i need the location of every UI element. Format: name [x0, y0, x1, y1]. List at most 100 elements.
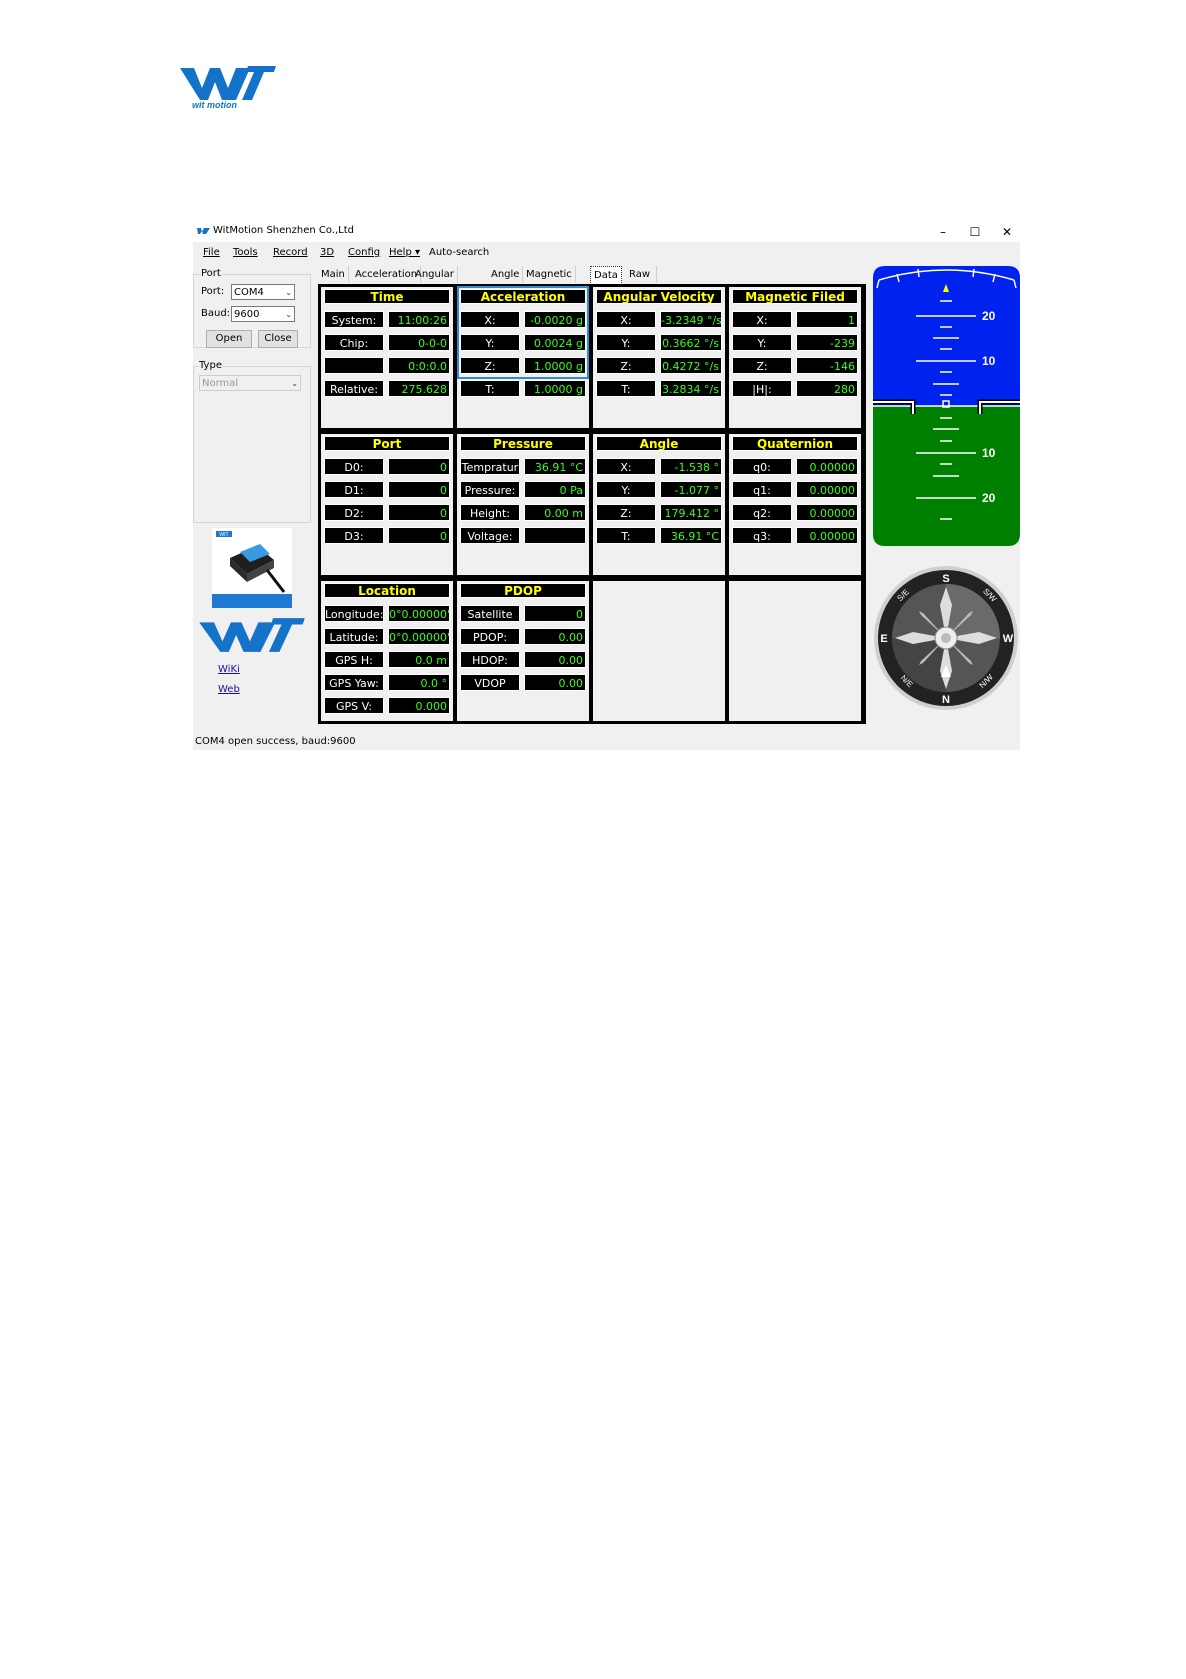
pdop-value: 0.00	[524, 628, 586, 645]
mag-h-label: |H|:	[732, 380, 792, 397]
time-title: Time	[324, 289, 450, 304]
menu-3d[interactable]: 3D	[320, 247, 335, 258]
time-system-label: System:	[324, 311, 384, 328]
time-system-value: 11:00:26	[388, 311, 450, 328]
acc-t-label: T:	[460, 380, 520, 397]
gps-v-value: 0.000	[388, 697, 450, 714]
gps-h-label: GPS H:	[324, 651, 384, 668]
data-grid: Time System: 11:00:26 Chip: 0-0-0 0:0:0.…	[318, 284, 866, 724]
acceleration-panel: Acceleration X: -0.0020 g Y: 0.0024 g Z:…	[457, 286, 589, 428]
title-bar: WitMotion Shenzhen Co.,Ltd – ☐ ✕	[193, 222, 1020, 242]
q3-value: 0.00000	[796, 527, 858, 544]
pdop-label: PDOP:	[460, 628, 520, 645]
window-title: WitMotion Shenzhen Co.,Ltd	[213, 225, 355, 236]
angle-title: Angle	[596, 436, 722, 451]
acc-t-value: 1.0000 g	[524, 380, 586, 397]
angle-t-value: 36.91 °C	[660, 527, 722, 544]
pitch-mark-20-down: 20	[982, 491, 996, 505]
location-title: Location	[324, 583, 450, 598]
longitude-value: 0°0.00000'	[388, 605, 450, 622]
baud-select-value: 9600	[234, 309, 260, 320]
wiki-link[interactable]: WiKi	[218, 664, 240, 675]
time-chip-label: Chip:	[324, 334, 384, 351]
height-label: Height:	[460, 504, 520, 521]
pitch-mark-10-down: 10	[982, 446, 996, 460]
baud-label: Baud:	[201, 308, 231, 319]
acc-y-label: Y:	[460, 334, 520, 351]
time-panel: Time System: 11:00:26 Chip: 0-0-0 0:0:0.…	[321, 287, 453, 428]
tab-angular-velocity[interactable]: Angular Velocity	[412, 266, 459, 297]
acc-x-value: -0.0020 g	[524, 311, 586, 328]
gps-v-label: GPS V:	[324, 697, 384, 714]
pitch-mark-10-up: 10	[982, 354, 996, 368]
pdop-title: PDOP	[460, 583, 586, 598]
menu-file[interactable]: File	[203, 247, 220, 258]
time-relative-label: Relative:	[324, 380, 384, 397]
tab-raw-data[interactable]: Raw Data	[626, 266, 657, 297]
gyro-y-label: Y:	[596, 334, 656, 351]
wit-brand-logo	[199, 618, 305, 652]
gyro-y-value: 0.3662 °/s	[660, 334, 722, 351]
port-d0-value: 0	[388, 458, 450, 475]
menu-config[interactable]: Config	[348, 247, 381, 258]
empty-panel-1	[593, 581, 725, 721]
menu-auto-search[interactable]: Auto-search	[429, 247, 490, 258]
aircraft-center	[942, 400, 950, 408]
mag-y-value: -239	[796, 334, 858, 351]
mag-y-label: Y:	[732, 334, 792, 351]
compass-south: S	[942, 573, 949, 585]
quaternion-title: Quaternion	[732, 436, 858, 451]
baud-select[interactable]: 9600⌄	[231, 306, 295, 322]
web-link[interactable]: Web	[218, 684, 240, 695]
compass-north: N	[942, 694, 950, 706]
acc-x-label: X:	[460, 311, 520, 328]
port-select[interactable]: COM4⌄	[231, 284, 295, 300]
mag-z-label: Z:	[732, 357, 792, 374]
angle-x-label: X:	[596, 458, 656, 475]
tab-acceleration[interactable]: Acceleration	[352, 266, 422, 283]
maximize-button[interactable]: ☐	[969, 225, 981, 239]
close-window-button[interactable]: ✕	[1001, 225, 1013, 239]
acc-z-value: 1.0000 g	[524, 357, 586, 374]
magnetic-panel: Magnetic Filed X: 1 Y: -239 Z: -146 |H|:…	[729, 287, 861, 428]
pressure-panel: Pressure Tempratur 36.91 °C Pressure: 0 …	[457, 434, 589, 575]
angular-velocity-panel: Angular Velocity X: -3.2349 °/s Y: 0.366…	[593, 287, 725, 428]
port-d2-value: 0	[388, 504, 450, 521]
tab-data[interactable]: Data	[590, 266, 622, 285]
voltage-label: Voltage:	[460, 527, 520, 544]
compass-east: E	[880, 633, 887, 645]
menu-help[interactable]: Help ▾	[389, 247, 420, 258]
angle-panel: Angle X: -1.538 ° Y: -1.077 ° Z: 179.412…	[593, 434, 725, 575]
tab-angle[interactable]: Angle	[488, 266, 524, 283]
pressure-title: Pressure	[460, 436, 586, 451]
pitch-mark-20-up: 20	[982, 309, 996, 323]
latitude-label: Latitude:	[324, 628, 384, 645]
hdop-value: 0.00	[524, 651, 586, 668]
close-button[interactable]: Close	[258, 330, 298, 348]
port-d1-label: D1:	[324, 481, 384, 498]
tab-main[interactable]: Main	[318, 266, 349, 283]
open-button[interactable]: Open	[206, 330, 252, 348]
time-chip-value: 0-0-0	[388, 334, 450, 351]
q0-label: q0:	[732, 458, 792, 475]
port-select-value: COM4	[234, 287, 264, 298]
gps-yaw-label: GPS Yaw:	[324, 674, 384, 691]
port-group-label: Port	[201, 268, 221, 279]
time-blank-label	[324, 357, 384, 374]
type-select[interactable]: Normal⌄	[199, 375, 301, 391]
tab-magnetic-field[interactable]: Magnetic Field	[523, 266, 576, 297]
hdop-label: HDOP:	[460, 651, 520, 668]
acc-y-value: 0.0024 g	[524, 334, 586, 351]
port-panel: Port D0: 0 D1: 0 D2: 0 D3: 0	[321, 434, 453, 575]
compass-west: W	[1003, 633, 1014, 645]
minimize-button[interactable]: –	[940, 225, 946, 239]
menu-bar: File Tools Record 3D Config Help ▾ Auto-…	[193, 244, 1020, 262]
quaternion-panel: Quaternion q0: 0.00000 q1: 0.00000 q2: 0…	[729, 434, 861, 575]
voltage-value	[524, 527, 586, 544]
app-icon	[197, 228, 210, 234]
menu-tools[interactable]: Tools	[233, 247, 258, 258]
pressure-value: 0 Pa	[524, 481, 586, 498]
bank-pointer	[943, 284, 949, 292]
angle-z-label: Z:	[596, 504, 656, 521]
menu-record[interactable]: Record	[273, 247, 308, 258]
